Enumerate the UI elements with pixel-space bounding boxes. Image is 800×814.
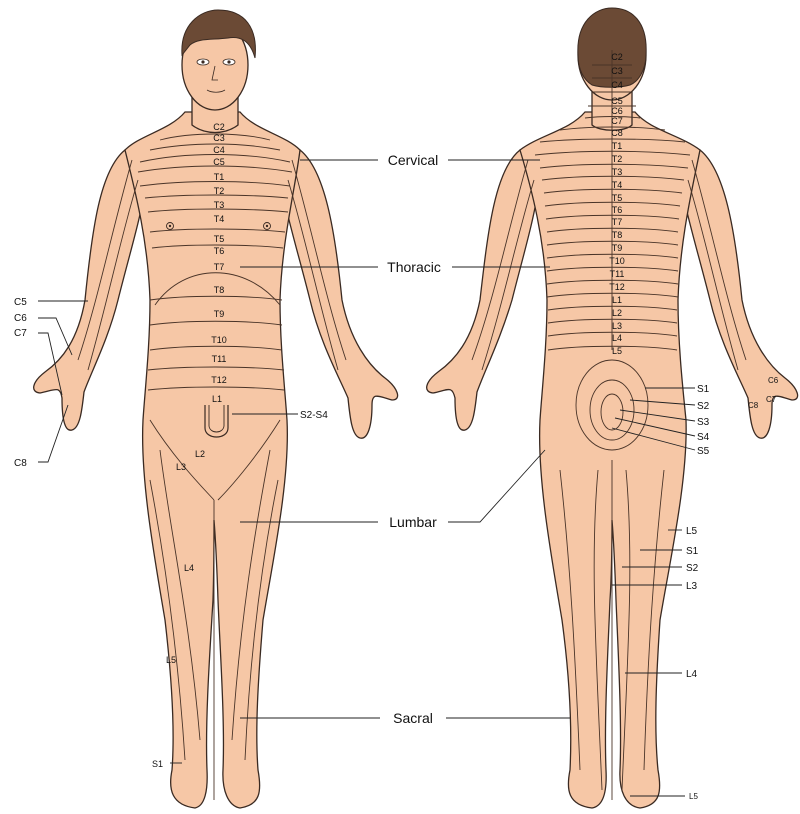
back-leg-label: S2 (686, 563, 699, 574)
back-left-arm (427, 150, 538, 430)
back-spine-label: C4 (611, 80, 623, 90)
region-label-cervical: Cervical (388, 152, 439, 168)
front-body-label: T8 (214, 285, 225, 295)
back-spine-label: C5 (611, 96, 623, 106)
front-leg-label: L4 (184, 563, 194, 573)
front-body-label: C2 (213, 122, 225, 132)
back-sacral-label: S3 (697, 417, 710, 428)
back-spine-label: T9 (612, 243, 623, 253)
back-sacral-label: S1 (697, 384, 710, 395)
back-spine-label: T6 (612, 205, 623, 215)
back-spine-label: T5 (612, 193, 623, 203)
region-label-lumbar: Lumbar (389, 514, 437, 530)
front-arm-labels: C5 C6 C7 C8 (14, 297, 27, 469)
front-arm-label: C6 (14, 313, 27, 324)
back-sacral-label: S2 (697, 401, 710, 412)
back-spine-label: T12 (609, 282, 625, 292)
front-body-label: T2 (214, 186, 225, 196)
front-body-label: L1 (212, 394, 222, 404)
back-spine-label: T8 (612, 230, 623, 240)
back-leg-label: S1 (686, 546, 699, 557)
back-spine-label: T10 (609, 256, 625, 266)
front-body-label: C3 (213, 133, 225, 143)
back-spine-label: L1 (612, 295, 622, 305)
back-leg-labels: L5 S1 S2 L3 L4 L5 (686, 526, 699, 801)
back-spine-label: L2 (612, 308, 622, 318)
front-arm-label: C7 (14, 328, 27, 339)
front-body-label: C5 (213, 157, 225, 167)
back-hand-label: C8 (748, 401, 759, 410)
front-leg-label: L2 (195, 449, 205, 459)
back-spine-label: L5 (612, 346, 622, 356)
back-spine-label: T3 (612, 167, 623, 177)
front-body-label: T12 (211, 375, 227, 385)
back-sacral-label: S4 (697, 432, 710, 443)
back-spine-label: C2 (611, 52, 623, 62)
back-leg-label: L5 (686, 526, 698, 537)
front-leg-label: L5 (166, 655, 176, 665)
back-spine-label: T7 (612, 217, 623, 227)
back-leg-label: L3 (686, 581, 698, 592)
back-spine-label: T11 (610, 269, 625, 279)
back-spine-label: T2 (612, 154, 623, 164)
front-left-arm (34, 150, 145, 430)
front-right-arm (282, 150, 398, 438)
back-leg-label: L5 (689, 792, 698, 801)
back-spine-label: T1 (612, 141, 623, 151)
front-body-label: T9 (214, 309, 225, 319)
front-body-label: T3 (214, 200, 225, 210)
front-body-label: T4 (214, 214, 225, 224)
region-label-thoracic: Thoracic (387, 259, 441, 275)
front-body-label: T10 (211, 335, 227, 345)
back-spine-label: C3 (611, 66, 623, 76)
back-sacral-labels: S1 S2 S3 S4 S5 (697, 384, 710, 457)
back-spine-label: L4 (612, 333, 622, 343)
front-body-label: T11 (212, 354, 227, 364)
front-torso (125, 112, 300, 808)
front-arm-label: C8 (14, 458, 27, 469)
front-body-label: T5 (214, 234, 225, 244)
back-spine-label: C6 (611, 106, 623, 116)
back-sacral-label: S5 (697, 446, 710, 457)
front-arm-label: C5 (14, 297, 27, 308)
back-leg-label: L4 (686, 669, 698, 680)
front-body-label: T6 (214, 246, 225, 256)
back-torso (520, 112, 700, 808)
front-leg-label: S1 (152, 759, 163, 769)
back-spine-label: C8 (611, 128, 623, 138)
region-label-sacral: Sacral (393, 710, 433, 726)
front-body-label: T7 (214, 262, 225, 272)
back-hand-label: C6 (768, 376, 779, 385)
back-spine-label: C7 (611, 116, 623, 126)
back-spine-label: T4 (612, 180, 623, 190)
front-body-label: T1 (214, 172, 225, 182)
back-hand-label: C7 (766, 395, 777, 404)
back-spine-label: L3 (612, 321, 622, 331)
front-body-label: C4 (213, 145, 225, 155)
front-groin-label: S2-S4 (300, 410, 328, 421)
front-leg-label: L3 (176, 462, 186, 472)
